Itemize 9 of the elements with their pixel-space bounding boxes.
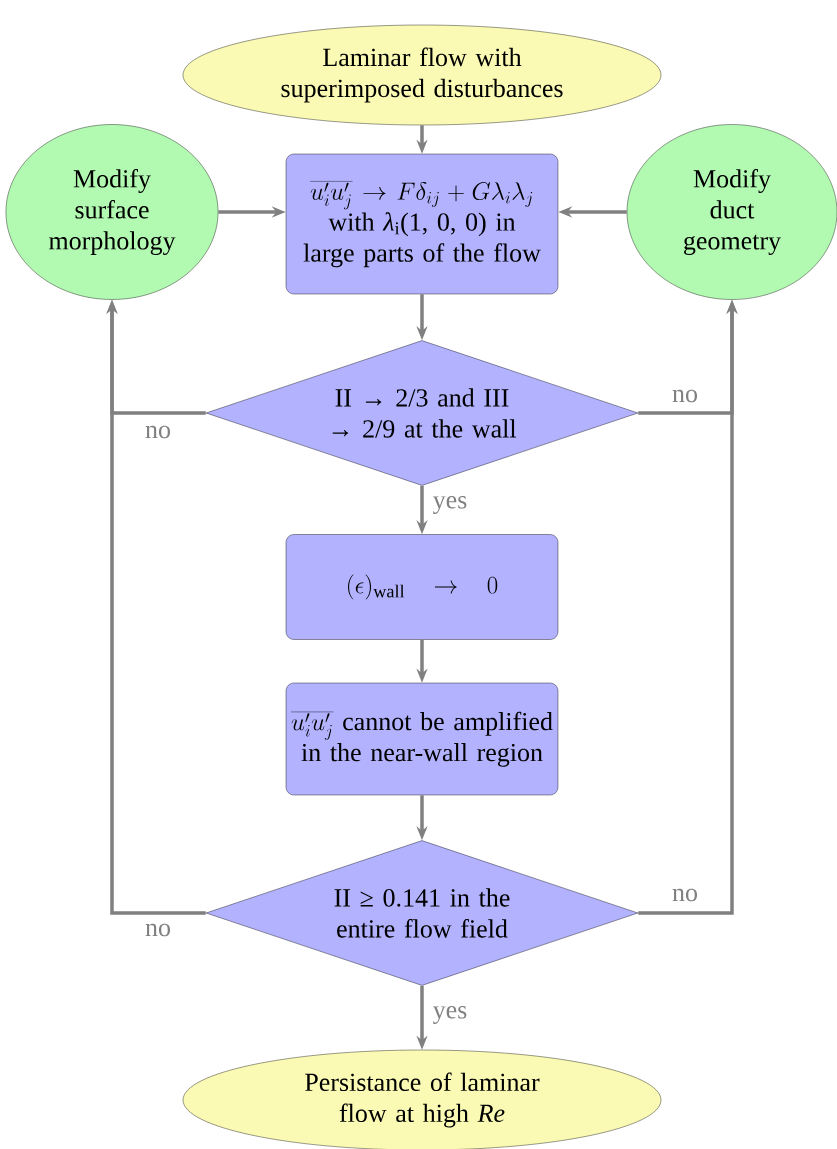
edge-label: yes	[431, 1005, 469, 1025]
edge-label: no	[671, 887, 699, 903]
process-box: $\overline{u'_iu'_j}$ cannot be amplified in the near-wall region	[285, 682, 559, 796]
edge-label: no	[671, 388, 699, 404]
process-box: $(\epsilon)_{\mathrm{wall}} \;\rightarrow\; 0$	[285, 534, 559, 640]
process-box: $\overline{u'_iu'_j} \rightarrow F\delta_{ij} + G\lambda_i\lambda_j$ with λ$_{i}$(1, 0, 0) in large parts of the flow	[285, 153, 559, 295]
edge-label: no	[144, 922, 172, 938]
edge-label: no	[144, 424, 172, 440]
edge-label: yes	[431, 495, 469, 515]
